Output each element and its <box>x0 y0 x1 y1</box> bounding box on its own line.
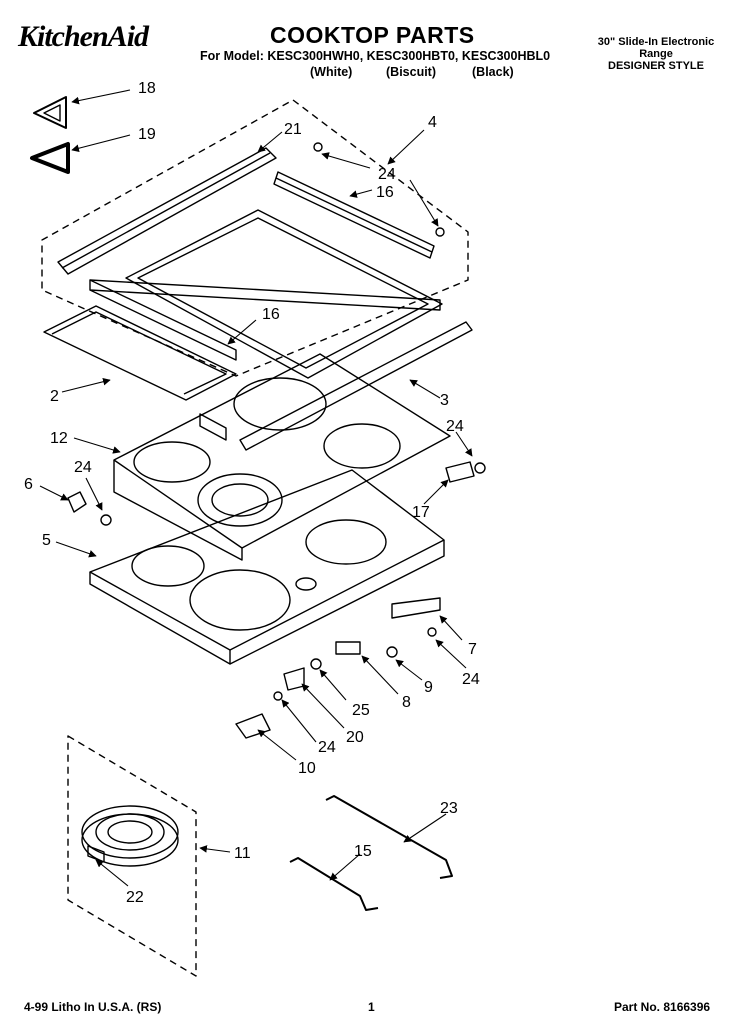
screw-24-lower <box>273 691 283 701</box>
brand-logo: KitchenAid <box>18 20 149 53</box>
part-number: Part No. 8166396 <box>614 1000 711 1014</box>
part-21-rear-channel <box>57 147 277 275</box>
part-22-terminal <box>87 845 105 863</box>
callout-16-mid: 16 <box>262 306 280 323</box>
callout-9: 9 <box>424 679 433 696</box>
product-type: 30" Slide-In Electronic <box>597 36 715 48</box>
part-23-rod <box>325 795 453 879</box>
screw-24-right <box>474 462 486 474</box>
finish-black: (Black) <box>472 65 514 79</box>
element-ring-rear-right <box>323 423 401 469</box>
callout-15: 15 <box>354 843 372 860</box>
element-assembly-boundary <box>67 735 197 977</box>
part-20-limiter <box>283 667 305 691</box>
screw-24-left <box>100 514 112 526</box>
callout-24-lower: 24 <box>318 739 336 756</box>
element-ring-front-left <box>133 441 211 483</box>
callout-4: 4 <box>428 114 437 131</box>
callout-24-bracket: 24 <box>462 671 480 688</box>
callout-21: 21 <box>284 121 302 138</box>
page-title: COOKTOP PARTS <box>270 22 475 48</box>
callout-24-left: 24 <box>74 459 92 476</box>
part-16-trim-bar-b <box>89 279 237 361</box>
element-ring-front-right <box>197 473 283 527</box>
part-12-glass-cooktop <box>113 353 451 549</box>
callout-24-right: 24 <box>446 418 464 435</box>
part-8-bracket <box>335 641 361 655</box>
part-18-trim <box>33 96 67 129</box>
callout-6: 6 <box>24 476 33 493</box>
part-3-side-trim <box>239 321 473 451</box>
callout-18: 18 <box>138 80 156 97</box>
callout-19: 19 <box>138 126 156 143</box>
part-10-terminal-block <box>235 713 271 739</box>
model-line: For Model: KESC300HWH0, KESC300HBT0, KES… <box>200 49 551 63</box>
part-7-bracket <box>391 597 441 619</box>
callout-5: 5 <box>42 532 51 549</box>
part-4-side-channel <box>273 171 435 259</box>
callout-24-top: 24 <box>378 166 396 183</box>
part-9-screw <box>386 646 398 658</box>
callout-16-top: 16 <box>376 184 394 201</box>
callout-11: 11 <box>234 845 251 862</box>
callout-8: 8 <box>402 694 411 711</box>
callout-7: 7 <box>468 641 477 658</box>
callout-10: 10 <box>298 760 316 777</box>
callout-25: 25 <box>352 702 370 719</box>
part-25-screw <box>310 658 322 670</box>
part-17-switch <box>445 461 475 483</box>
screw-24-bracket <box>427 627 437 637</box>
finish-biscuit: (Biscuit) <box>386 65 436 79</box>
product-type-2: Range <box>639 48 673 60</box>
product-style: DESIGNER STYLE <box>608 60 704 72</box>
callout-3: 3 <box>440 392 449 409</box>
litho-note: 4-99 Litho In U.S.A. (RS) <box>24 1000 162 1014</box>
part-6-clip <box>67 491 87 513</box>
trim-assembly-boundary <box>41 99 469 377</box>
element-ring-rear-left <box>233 377 327 431</box>
screw-24-top-a <box>313 142 323 152</box>
page-number: 1 <box>368 1000 375 1014</box>
part-2-front-trim <box>43 305 237 401</box>
top-frame <box>125 209 443 379</box>
part-11-radiant-element <box>81 805 179 859</box>
part-15-rod <box>289 857 379 911</box>
callout-23: 23 <box>440 800 458 817</box>
callout-17: 17 <box>412 504 430 521</box>
screw-24-top-b <box>435 227 445 237</box>
finish-white: (White) <box>310 65 353 79</box>
part-16-trim-bar-a <box>89 279 441 311</box>
callout-2: 2 <box>50 388 59 405</box>
callout-20: 20 <box>346 729 364 746</box>
callout-22: 22 <box>126 889 144 906</box>
part-19-gasket <box>30 142 70 174</box>
callout-12: 12 <box>50 430 68 447</box>
